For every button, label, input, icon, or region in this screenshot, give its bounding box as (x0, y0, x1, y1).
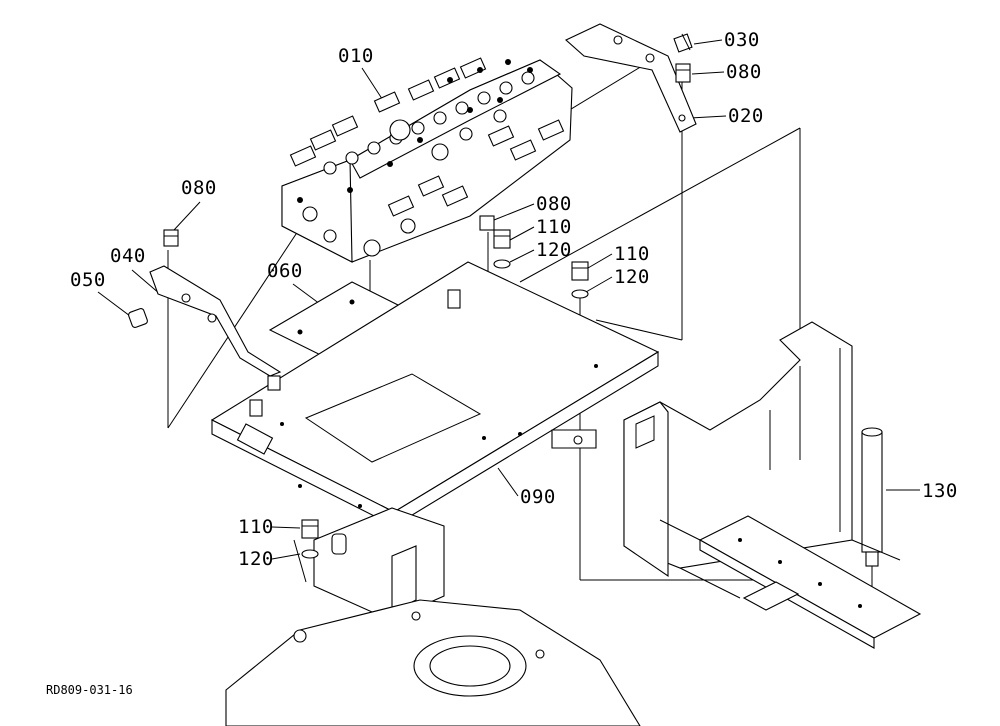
callout-120-mid: 120 (536, 239, 572, 261)
right-structure-lines (659, 519, 901, 599)
callout-090: 090 (520, 486, 556, 508)
plug-110-right (571, 261, 589, 281)
bracket-020 (565, 23, 697, 133)
callout-080-mid: 080 (536, 193, 572, 215)
callout-120-bottom: 120 (238, 548, 274, 570)
bracket-040 (149, 265, 282, 377)
callout-130: 130 (922, 480, 958, 502)
washer-120-mid (493, 259, 511, 269)
frame-090 (210, 261, 660, 527)
callout-110-bottom: 110 (238, 516, 274, 538)
callout-040: 040 (110, 245, 146, 267)
callout-110-mid: 110 (536, 216, 572, 238)
plug-110-bottom (301, 519, 319, 539)
callout-010: 010 (338, 45, 374, 67)
washer-120-right (571, 289, 589, 299)
cross-member (698, 515, 922, 649)
washer-120-bottom (301, 549, 319, 559)
plug-080-left (163, 229, 179, 247)
drawing-reference-code: RD809-031-16 (46, 683, 133, 697)
side-guard (623, 321, 853, 578)
callout-120-right: 120 (614, 266, 650, 288)
lower-frame (225, 507, 641, 726)
plug-080-mid (479, 215, 495, 231)
callout-110-right: 110 (614, 243, 650, 265)
fitting-030 (673, 33, 693, 53)
callout-030: 030 (724, 29, 760, 51)
callout-080-top: 080 (726, 61, 762, 83)
plug-080-top (675, 63, 691, 83)
plug-110-mid (493, 229, 511, 249)
fitting-050 (128, 308, 148, 328)
callout-050: 050 (70, 269, 106, 291)
callout-080-left: 080 (181, 177, 217, 199)
callout-060: 060 (267, 260, 303, 282)
callout-020: 020 (728, 105, 764, 127)
standoff-130 (861, 427, 883, 610)
control-valve-assembly (281, 57, 573, 263)
